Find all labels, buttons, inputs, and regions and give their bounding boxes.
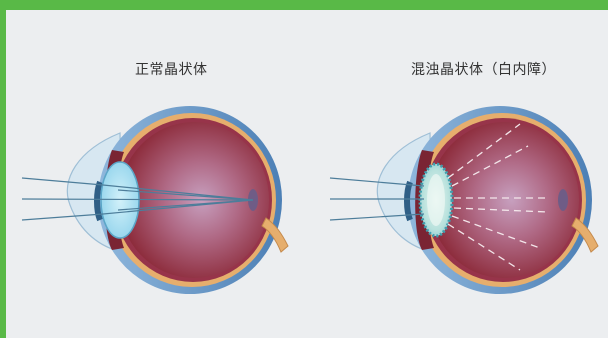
iris-right [407,182,410,220]
cloudy-lens-core [427,174,445,226]
normal-eye-icon [22,106,288,294]
fovea-right [558,189,568,211]
cataract-eye-icon [330,106,598,294]
